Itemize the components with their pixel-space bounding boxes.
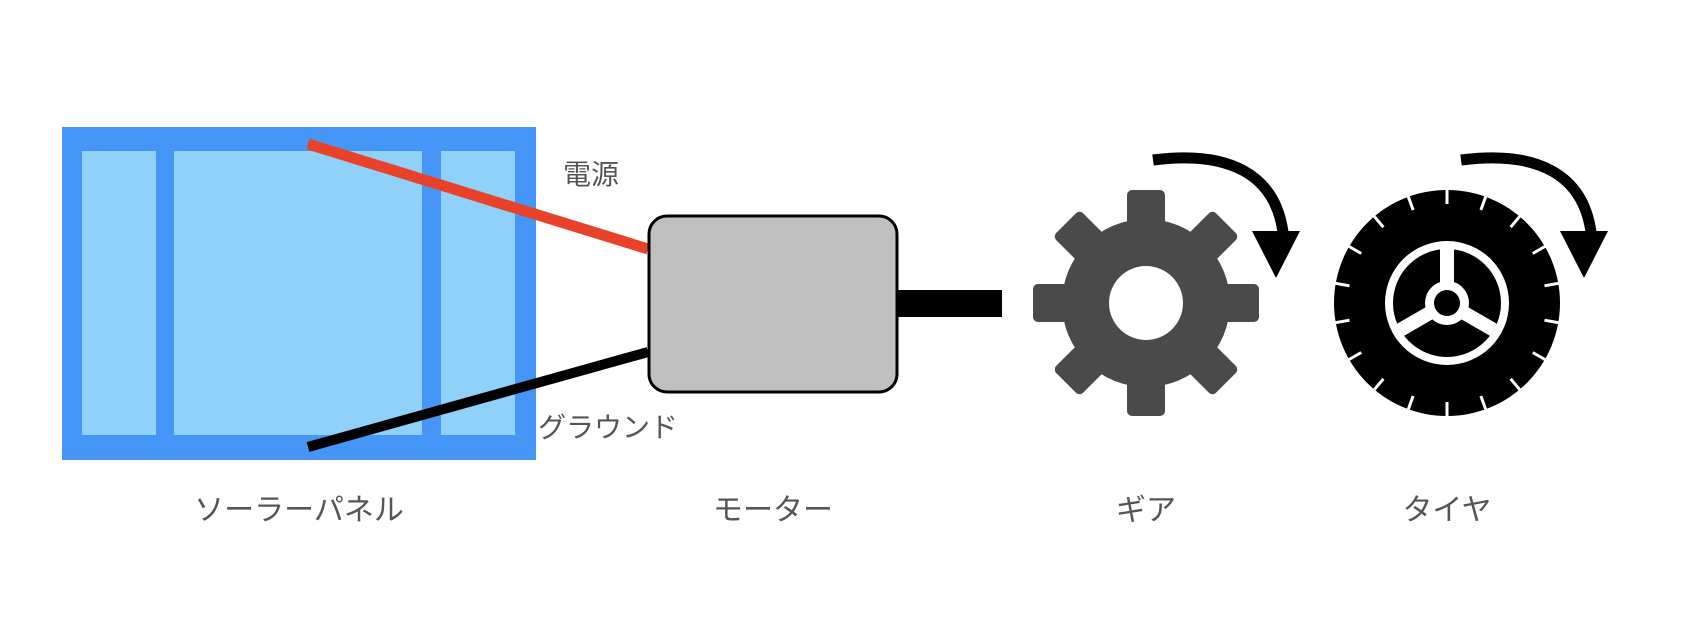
solar-panel — [62, 127, 536, 460]
motor-shaft — [898, 290, 1002, 317]
gear-icon — [1033, 190, 1259, 416]
gear-caption: ギア — [1116, 493, 1176, 528]
solar-cell — [174, 151, 422, 435]
ground-label: グラウンド — [538, 411, 678, 444]
motor — [647, 214, 899, 394]
tire-icon — [1333, 188, 1561, 418]
power-label: 電源 — [563, 158, 619, 191]
solar-cell — [82, 151, 156, 435]
rotation-arrow-icon — [1460, 152, 1608, 278]
tire-caption: タイヤ — [1402, 493, 1491, 528]
rotation-arrow-icon — [1152, 152, 1300, 278]
power-wire — [306, 138, 650, 255]
solar-panel-caption: ソーラーパネル — [194, 493, 404, 528]
motor-caption: モーター — [713, 493, 833, 528]
ground-wire — [306, 347, 650, 452]
